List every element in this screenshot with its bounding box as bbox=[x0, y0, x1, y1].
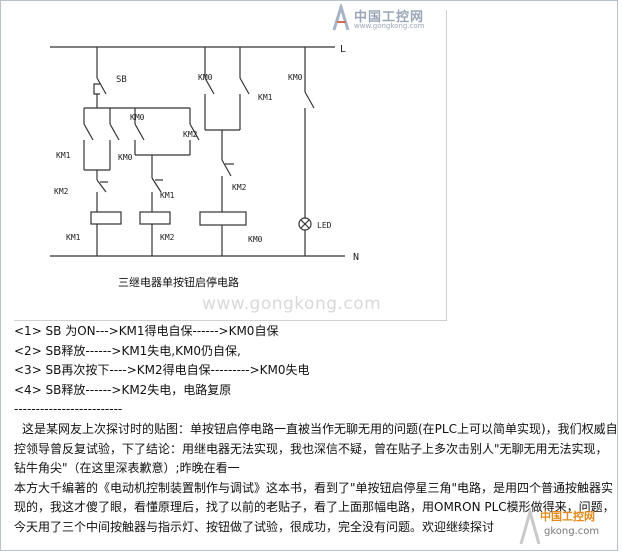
label-km2-mid-right: KM2 bbox=[183, 130, 198, 139]
km2-nc-left bbox=[96, 179, 107, 193]
sb-contact bbox=[96, 77, 107, 95]
km1-contact-top bbox=[239, 77, 250, 95]
km0-contact-top-l bbox=[204, 77, 215, 95]
label-coil-km0: KM0 bbox=[248, 235, 263, 244]
label-km0-top-mid: KM0 bbox=[130, 113, 145, 122]
text-line-4: <4> SB释放------>KM2失电，电路复原 bbox=[14, 382, 232, 397]
label-km1-top: KM1 bbox=[258, 93, 273, 102]
label-sb: SB bbox=[116, 75, 127, 85]
paragraph-1: 这是某网友上次探讨时的贴图：单按钮启停电路一直被当作无聊无用的问题(在PLC上可… bbox=[14, 421, 618, 476]
km2-contact-mid bbox=[189, 123, 200, 141]
label-L: L bbox=[340, 44, 346, 55]
post-text: <1> SB 为ON--->KM1得电自保------>KM0自保 <2> SB… bbox=[14, 322, 618, 538]
diagram-panel bbox=[14, 10, 447, 321]
label-coil-km2: KM2 bbox=[160, 233, 175, 242]
watermark-url: gkong.com bbox=[544, 526, 600, 537]
text-line-1: <1> SB 为ON--->KM1得电自保------>KM0自保 bbox=[14, 324, 279, 338]
diagram-title: 三继电器单按钮启停电路 bbox=[118, 275, 239, 289]
label-km2-right: KM2 bbox=[232, 183, 247, 192]
text-line-3: <3> SB再次按下---->KM2得电自保--------->KM0失电 bbox=[14, 363, 310, 378]
label-km1-left: KM1 bbox=[56, 151, 71, 160]
km1-nc-mid bbox=[151, 177, 162, 193]
watermark-mark-icon bbox=[519, 508, 541, 545]
label-N: N bbox=[353, 252, 359, 263]
bottom-watermark: 中国工控网 gkong.com bbox=[518, 506, 618, 552]
text-line-2: <2> SB释放------>KM1失电,KM0仍自保, bbox=[14, 343, 241, 358]
diagram-watermark: www.gongkong.com bbox=[202, 294, 382, 314]
separator-line: ------------------------- bbox=[14, 402, 123, 417]
km2-nc-right bbox=[221, 159, 232, 177]
paragraph-2: 本方大千编著的《电动机控制装置制作与调试》这本书，看到了"单按钮启停星三角"电路… bbox=[14, 480, 615, 534]
led-x2 bbox=[300, 219, 310, 229]
km1-nc-contact bbox=[83, 123, 94, 141]
km0-contact-mid bbox=[109, 123, 120, 141]
circuit-diagram: L N SB KM1 KM0 KM2 KM1 KM0 bbox=[50, 44, 359, 289]
km0-contact-2 bbox=[134, 123, 145, 141]
label-km1-low-mid: KM1 bbox=[160, 191, 175, 200]
coil-km2 bbox=[139, 211, 171, 225]
label-led: LED bbox=[317, 221, 332, 230]
label-coil-km1: KM1 bbox=[66, 233, 81, 242]
km0-contact-led bbox=[304, 91, 315, 109]
gongkong-logo: 中国工控网 www.gongkong.com bbox=[330, 4, 442, 34]
coil-km0 bbox=[199, 211, 247, 226]
logo-mark-icon bbox=[332, 4, 350, 31]
logo-url: www.gongkong.com bbox=[354, 22, 425, 30]
sb-actuator bbox=[93, 83, 100, 95]
label-km0-top: KM0 bbox=[198, 73, 213, 82]
watermark-text: 中国工控网 bbox=[540, 510, 595, 523]
logo-text: 中国工控网 bbox=[354, 10, 425, 25]
label-km0-right: KM0 bbox=[288, 73, 303, 82]
label-km2-low-left: KM2 bbox=[54, 187, 69, 196]
label-km0-mid-left: KM0 bbox=[118, 153, 133, 162]
coil-km1 bbox=[90, 211, 122, 225]
